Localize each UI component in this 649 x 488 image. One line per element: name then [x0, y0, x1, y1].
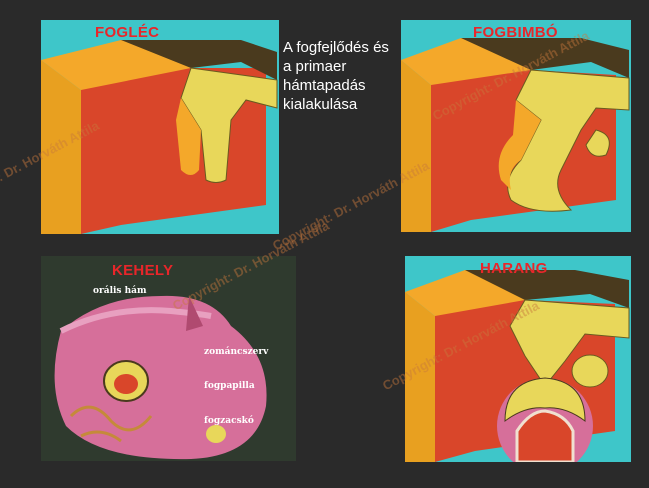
dental-lamina-illustration: [41, 20, 279, 234]
caption-line: A fogfejlődés és: [283, 38, 401, 57]
title-foglec: FOGLÉC: [95, 24, 159, 41]
label-oralis-ham: orális hám: [93, 286, 147, 296]
caption-line: a primaer: [283, 57, 401, 76]
title-kehely: KEHELY: [112, 262, 173, 279]
panel-harang: HARANG: [405, 256, 631, 462]
slide-caption: A fogfejlődés és a primaer hámtapadás ki…: [283, 38, 401, 114]
caption-line: kialakulása: [283, 95, 401, 114]
panel-foglec: FOGLÉC: [41, 20, 279, 234]
cap-stage-histology: [41, 256, 296, 461]
title-fogbimbo: FOGBIMBÓ: [473, 24, 558, 41]
panel-kehely: KEHELY orális hám zománcszerv fogpapilla…: [41, 256, 296, 461]
label-fogpapilla: fogpapilla: [204, 381, 255, 391]
label-fogzacsko: fogzacskó: [204, 416, 254, 426]
title-harang: HARANG: [480, 260, 548, 277]
bell-stage-illustration: [405, 256, 631, 462]
panel-fogbimbo: FOGBIMBÓ: [401, 20, 631, 232]
label-zomancszerv: zománcszerv: [204, 347, 268, 357]
caption-line: hámtapadás: [283, 76, 401, 95]
tooth-bud-illustration: [401, 20, 631, 232]
papilla-bell: [517, 411, 573, 462]
dental-papilla: [114, 374, 138, 394]
block-left-face: [41, 60, 81, 234]
